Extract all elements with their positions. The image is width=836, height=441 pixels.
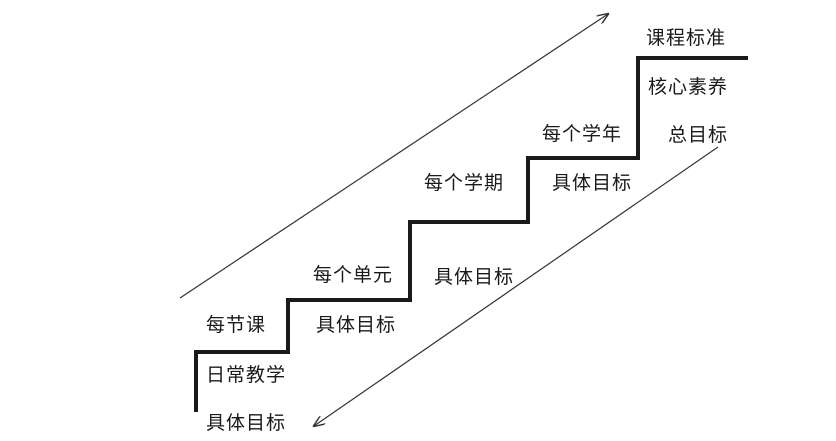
step4-bottom-label: 具体目标 [552,172,633,194]
step3-bottom-label: 具体目标 [434,266,515,288]
step3-top-label: 每个学期 [424,172,505,194]
staircase-line [194,56,748,412]
downward-arrow [314,146,719,426]
upward-arrow [179,14,608,299]
step2-bottom-label: 具体目标 [316,314,397,336]
step5-mid-label: 核心素养 [648,76,729,98]
step1-mid-label: 日常教学 [206,364,287,386]
step5-bottom-label: 总目标 [668,124,729,146]
step2-top-label: 每个单元 [313,264,394,286]
step1-bottom-label: 具体目标 [206,412,287,434]
step4-top-label: 每个学年 [542,123,623,145]
step1-top-label: 每节课 [206,314,267,336]
step5-top-label: 课程标准 [646,27,727,49]
